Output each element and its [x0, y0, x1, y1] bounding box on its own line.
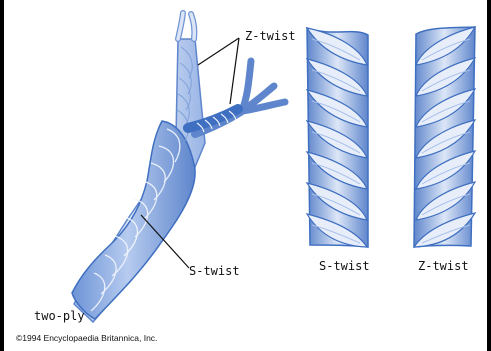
copyright-credit: ©1994 Encyclopaedia Britannica, Inc.	[16, 333, 157, 343]
z-twist-callout-label: Z-twist	[245, 29, 296, 43]
two-ply-rope	[72, 13, 285, 322]
two-ply-label: two-ply	[34, 309, 85, 323]
s-twist-strand-label: S-twist	[319, 259, 370, 273]
yarn-twist-diagram	[4, 0, 487, 351]
z-twist-strand	[414, 27, 475, 247]
z-twist-strand-label: Z-twist	[418, 259, 469, 273]
s-twist-callout-label: S-twist	[189, 264, 240, 278]
z-twist-leader-lines	[198, 38, 239, 104]
s-twist-strand	[307, 28, 368, 247]
diagram-panel: Z-twist S-twist two-ply S-twist Z-twist …	[4, 0, 487, 351]
